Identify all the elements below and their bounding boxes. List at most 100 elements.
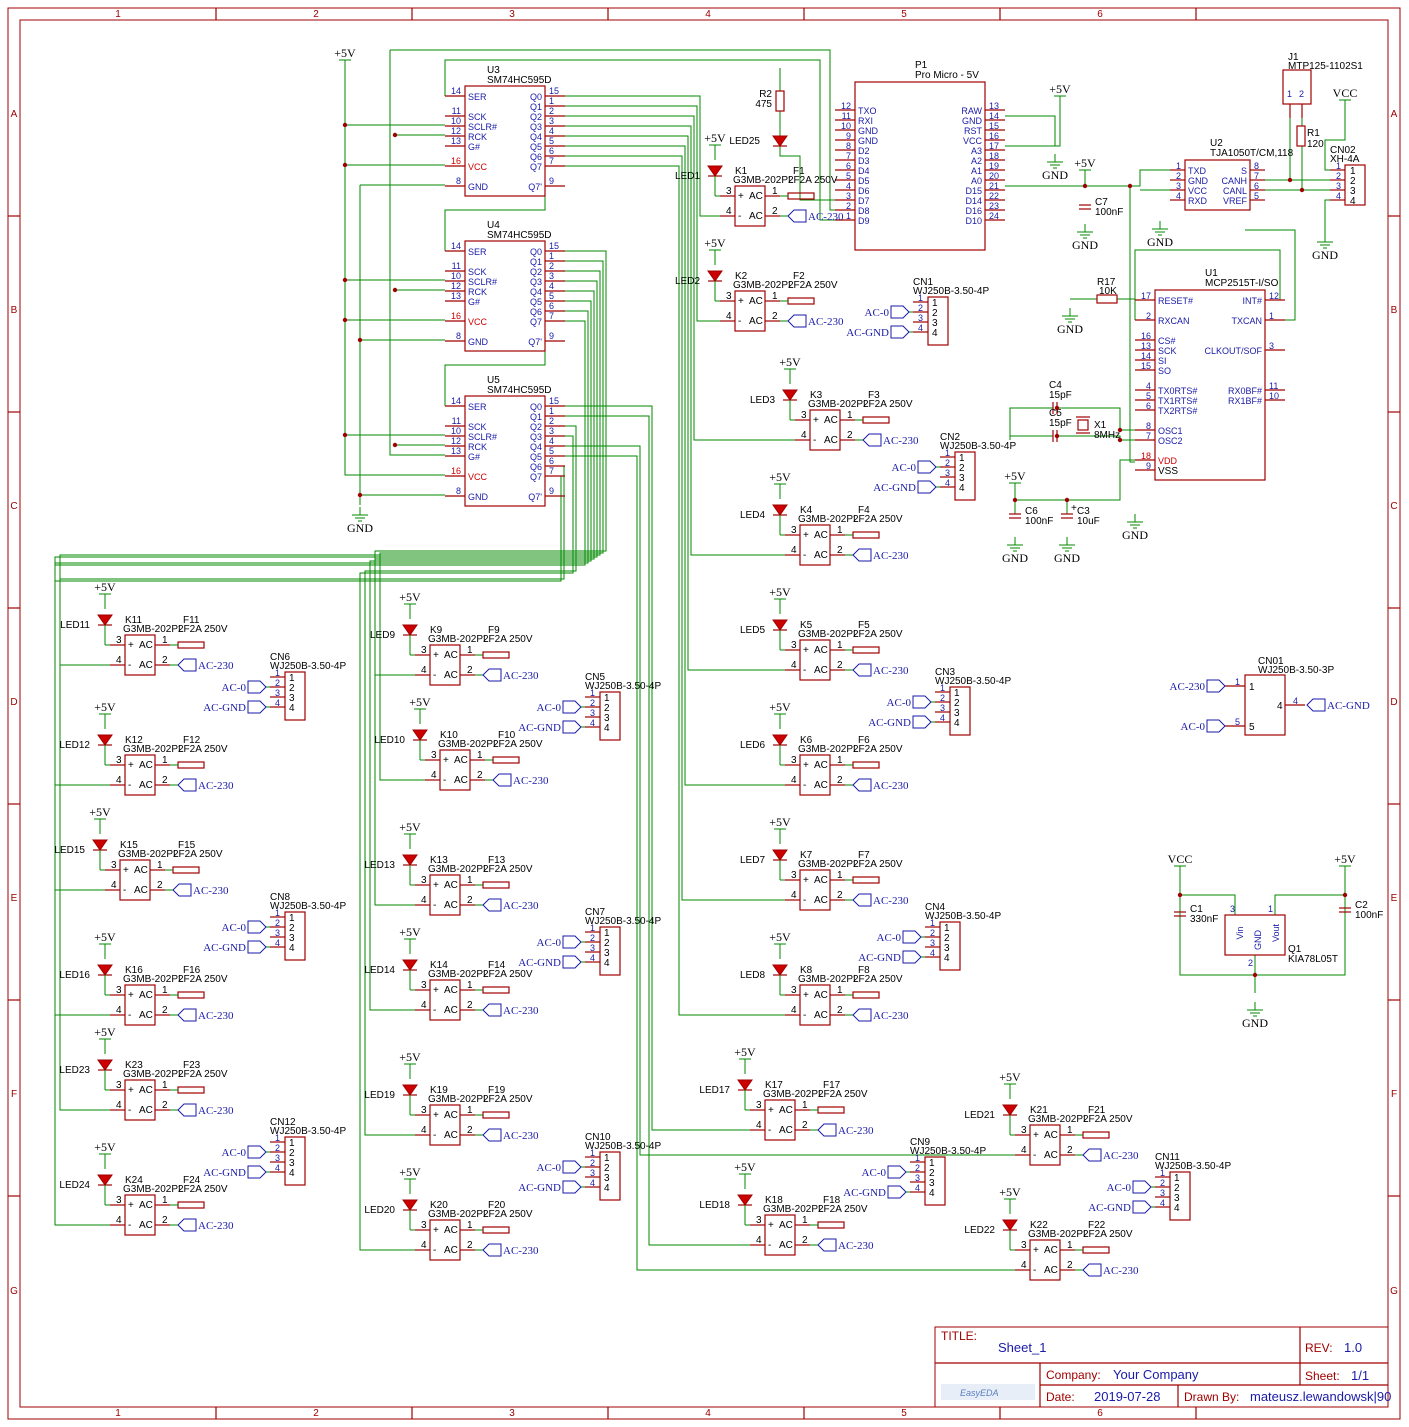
- pin-number: 2: [945, 458, 950, 468]
- flag-label: AC-GND: [518, 1182, 561, 1194]
- relay-part: G3MB-202PL: [798, 744, 859, 755]
- flag-shape: [902, 950, 922, 964]
- pin-number: 1: [590, 1148, 595, 1158]
- pin-number: 1: [467, 645, 473, 656]
- resistor-ref: R1: [1307, 128, 1320, 139]
- pin-number: 8: [456, 176, 461, 186]
- pin-number: 2: [467, 1240, 473, 1251]
- power-symbol: +5V: [769, 815, 791, 837]
- relay-ref: K21: [1030, 1105, 1048, 1116]
- led-triangle: [97, 734, 113, 746]
- relay-ref: K5: [800, 620, 813, 631]
- pin-number: 2: [837, 775, 843, 786]
- flag-label: AC-230: [1103, 1265, 1139, 1277]
- led-ref: LED4: [740, 510, 765, 521]
- conn-body: [927, 296, 949, 346]
- relay-body: [1029, 1124, 1061, 1166]
- pin-number: 3: [846, 191, 851, 201]
- col-label: 6: [1097, 1408, 1103, 1419]
- resistor-value: 10K: [1099, 286, 1117, 297]
- net-flag-ac230: AC-230: [177, 1008, 234, 1022]
- relay-ref: K19: [430, 1085, 448, 1096]
- cap-value: 15pF: [1049, 390, 1072, 401]
- pin-number: 4: [549, 126, 554, 136]
- pin-number: 17: [989, 141, 999, 151]
- pin-name: 3: [604, 713, 610, 724]
- wire: [1005, 169, 1170, 187]
- pin-number: 7: [549, 311, 554, 321]
- pin-number: 4: [945, 478, 950, 488]
- pin-number: 4: [275, 698, 280, 708]
- pin-number: 3: [421, 1220, 427, 1231]
- pin-number: 1: [162, 635, 168, 646]
- pin-number: 1: [837, 870, 843, 881]
- pin-name: 4: [1350, 196, 1356, 207]
- resistor-value: 120: [1307, 139, 1324, 150]
- pin-number: 4: [590, 718, 595, 728]
- pin-number: 16: [451, 156, 461, 166]
- fuse-value: 2F2A 250V: [1083, 1114, 1133, 1125]
- led-ref: LED6: [740, 740, 765, 751]
- pin-name: 3: [289, 693, 295, 704]
- gnd-symbol: GND: [1242, 1002, 1268, 1030]
- fuse-body: [177, 1086, 205, 1094]
- relay-pin-name: AC: [139, 1220, 153, 1231]
- pin-number: 2: [549, 106, 554, 116]
- pin-number: 14: [1141, 351, 1151, 361]
- led-ref: LED24: [59, 1180, 90, 1191]
- pin-name: 3: [959, 473, 965, 484]
- pin-number: 5: [846, 171, 851, 181]
- relay-pin-name: AC: [814, 990, 828, 1001]
- pin-number: 3: [756, 1215, 762, 1226]
- fuse-ref: F4: [858, 505, 870, 516]
- relay-pin-name: AC: [824, 435, 838, 446]
- relay-part: G3MB-202PL: [763, 1204, 824, 1215]
- pin-number: 4: [116, 1100, 122, 1111]
- led-ref: LED5: [740, 625, 765, 636]
- pin-number: 1: [467, 1105, 473, 1116]
- relay-ref: K1: [735, 166, 748, 177]
- relay-pin-name: AC: [779, 1240, 793, 1251]
- relay-ref: K4: [800, 505, 813, 516]
- ic-body: [1184, 159, 1251, 211]
- flag-label: AC-230: [1170, 681, 1206, 693]
- pin-name: D3: [858, 156, 870, 166]
- flag-shape: [1132, 1180, 1152, 1194]
- conn-ref: CN7: [585, 907, 605, 918]
- relay-pin-name: AC: [1044, 1265, 1058, 1276]
- pin-name: 2: [604, 1163, 610, 1174]
- relay-pin-name: +: [128, 1085, 134, 1096]
- pin-number: 3: [791, 525, 797, 536]
- pin-number: 12: [451, 126, 461, 136]
- pin-number: 1: [837, 985, 843, 996]
- pin-name: OSC1: [1158, 426, 1183, 436]
- pin-name: 3: [1350, 186, 1356, 197]
- net-flag-ac230: AC-230: [787, 314, 844, 328]
- ic-part: MCP2515T-I/SO: [1205, 278, 1279, 289]
- relay-part: G3MB-202PL: [123, 974, 184, 985]
- led-ref: LED13: [364, 860, 395, 871]
- fuse-ref: F21: [1088, 1105, 1106, 1116]
- flag-shape: [177, 658, 197, 672]
- pin-number: 4: [421, 895, 427, 906]
- fuse-value: 2F2A 250V: [788, 280, 838, 291]
- row-label: E: [11, 893, 18, 904]
- led-triangle: [92, 839, 108, 851]
- net-flag-ac230: AC-230: [817, 1238, 874, 1252]
- sr-output-wire: [565, 95, 720, 217]
- pin-number: 4: [116, 655, 122, 666]
- conn-ref: CN2: [940, 432, 960, 443]
- sheet-value: 1/1: [1351, 1368, 1369, 1383]
- flag-label: AC-GND: [1327, 700, 1370, 712]
- flag-label: AC-GND: [518, 957, 561, 969]
- relay-pin-name: +: [443, 755, 449, 766]
- flag-shape: [817, 1123, 837, 1137]
